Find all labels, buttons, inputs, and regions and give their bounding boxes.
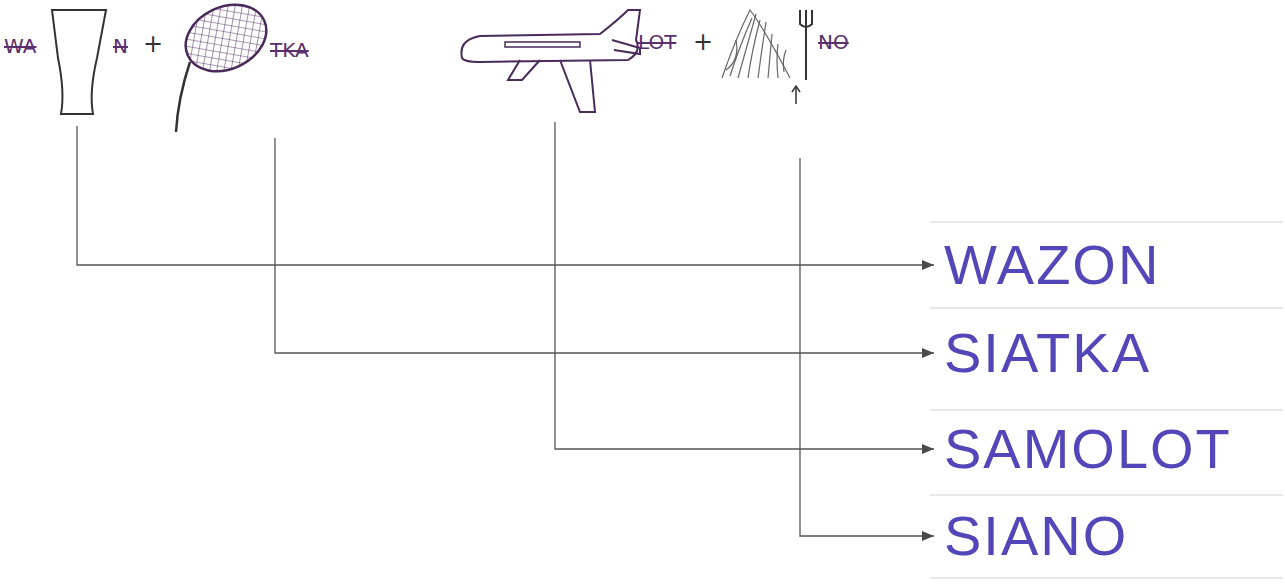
writing-lines	[930, 222, 1283, 578]
pitchfork	[800, 10, 812, 80]
hay-picture	[722, 10, 790, 78]
crossed-letters: WA	[4, 34, 36, 58]
picture-clue: LOT	[440, 0, 690, 118]
connector-line	[275, 138, 934, 353]
picture-clue: NO	[712, 0, 872, 84]
plus-sign: +	[143, 30, 163, 58]
picture-clue: WA N	[0, 0, 140, 122]
connector-line	[555, 122, 934, 449]
crossed-letters: TKA	[270, 38, 309, 62]
net-picture	[175, 0, 277, 132]
connector-line	[800, 158, 934, 536]
answer-text: SAMOLOT	[944, 418, 1232, 480]
answer-word: SIANO	[940, 505, 1133, 567]
answer-text: WAZON	[944, 234, 1161, 296]
picture-clue: TKA	[160, 0, 340, 134]
connector-line	[77, 126, 934, 265]
answer-text: SIATKA	[944, 322, 1152, 384]
crossed-letters: N	[113, 34, 128, 58]
answer-text: SIANO	[944, 505, 1129, 567]
crossed-letters: LOT	[638, 30, 676, 54]
vase-picture	[52, 10, 106, 114]
airplane-picture	[461, 10, 640, 112]
plus-sign: +	[693, 28, 713, 56]
pointer-arrow	[792, 86, 800, 104]
answer-word: WAZON	[940, 234, 1165, 296]
answer-word: SIATKA	[940, 322, 1156, 384]
answer-word: SAMOLOT	[940, 418, 1236, 480]
crossed-letters: NO	[818, 30, 849, 54]
